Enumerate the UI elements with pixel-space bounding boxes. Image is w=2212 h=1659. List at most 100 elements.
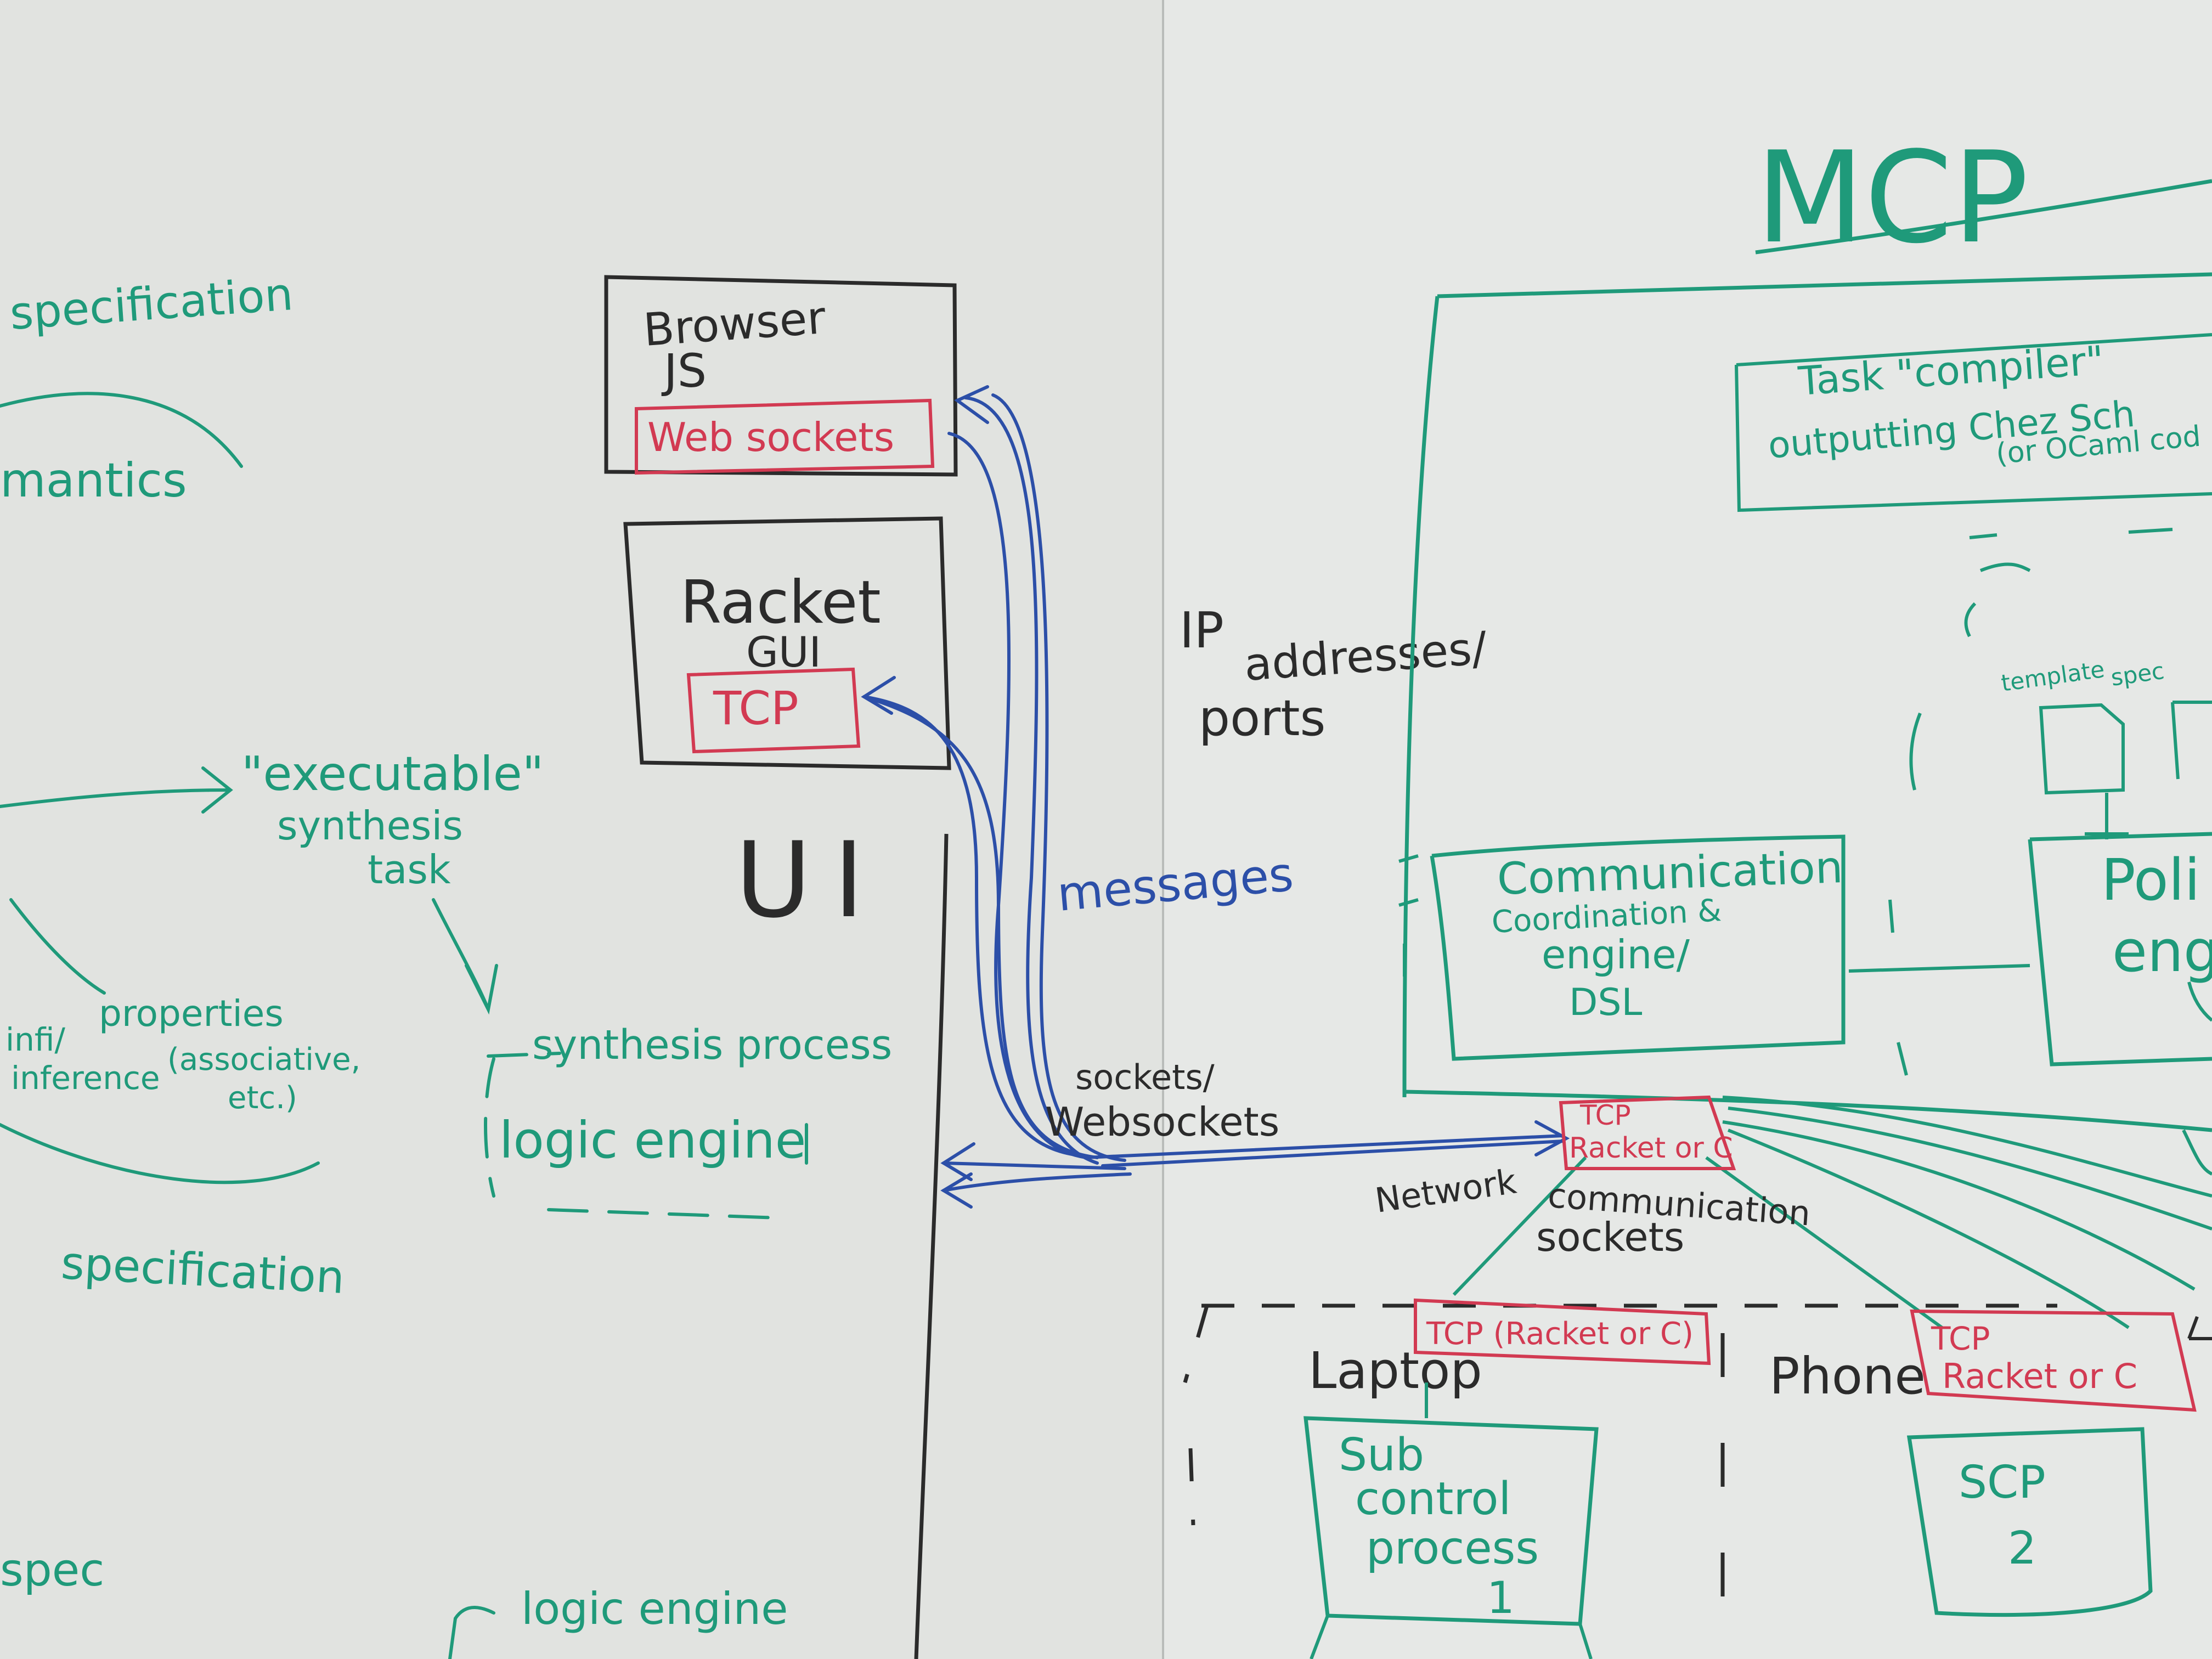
tcp-phone-line1: TCP: [1931, 1320, 1990, 1357]
laptop-text: Laptop: [1308, 1341, 1482, 1400]
etc-text: etc.): [228, 1080, 297, 1116]
policy-line1: Poli: [2101, 847, 2200, 913]
tcp-main-line1: TCP: [1579, 1099, 1631, 1131]
racket-box: Racket GUI TCP: [623, 516, 951, 770]
spec-doc-icon: [2171, 701, 2212, 780]
logic-engine-bottom-text: logic engine: [521, 1583, 788, 1634]
left-green-strokes: [0, 392, 808, 1659]
ip-text: IP: [1180, 602, 1224, 659]
mcp-underline: [1755, 179, 2212, 255]
tcp-laptop-box: [1414, 1298, 1711, 1365]
blue-line-tcp-2: [862, 695, 1099, 1159]
green-dashes-mcp: [1909, 528, 2173, 791]
ui-label: UI: [735, 820, 886, 941]
browser-box: Browser JS Web sockets: [604, 275, 958, 477]
sockets-text: sockets/: [1075, 1057, 1215, 1097]
property-line: [9, 898, 106, 995]
doc-to-policy-line: [2085, 793, 2129, 839]
blue-line-browser-3: [991, 393, 1126, 1162]
arrow-to-executable: [0, 766, 233, 814]
comm-line4: DSL: [1569, 981, 1643, 1024]
template-doc-icon: [2039, 703, 2125, 795]
logic-engine-text: logic engine: [499, 1111, 806, 1170]
net-line-phone: [1705, 1156, 1943, 1329]
infi-text: infi/: [5, 1021, 65, 1058]
scp1-line2: control: [1355, 1473, 1511, 1525]
semantics-arc: [0, 392, 243, 468]
arrow-to-synthesis-process: [432, 898, 498, 1015]
ui-divider-line: [914, 833, 949, 1659]
js-text: JS: [661, 344, 707, 398]
comm-dashes: [1398, 854, 1908, 1076]
scp1-line3: process: [1366, 1522, 1539, 1575]
gui-text: GUI: [746, 628, 821, 676]
blue-line-to-ui: [942, 1161, 1126, 1170]
spec-text: spec: [0, 1544, 104, 1596]
scp2-box: [1906, 1427, 2153, 1617]
phone-text: Phone: [1769, 1347, 1926, 1406]
devices-dashed-left: [1183, 1305, 1209, 1526]
tcp-red-box: [686, 667, 861, 754]
tcp-main-line2: Racket or C: [1569, 1132, 1733, 1165]
blue-line-to-tcp-main: [1101, 1139, 1565, 1167]
scp2-text: SCP: [1959, 1457, 2046, 1509]
scp1-legs: [1310, 1383, 1593, 1659]
scp2-number: 2: [2008, 1522, 2036, 1575]
mcp-region: MCP Task "compiler" outputting Chez Sch …: [1398, 125, 2212, 1329]
associative-text: (associative,: [167, 1042, 360, 1077]
tcp-phone-box: [1910, 1309, 2197, 1412]
policy-arc: [2182, 981, 2212, 1176]
policy-box: [2028, 832, 2212, 1066]
tcp-phone-line2: Racket or C: [1942, 1356, 2137, 1396]
policy-line2: eng: [2112, 918, 2212, 985]
semantics-text: mantics: [0, 453, 187, 508]
scp1-line1: Sub: [1339, 1429, 1424, 1481]
racket-text: Racket: [680, 568, 881, 637]
logic-engine-bottom-hook: [448, 1606, 495, 1659]
websockets-text: Web sockets: [647, 414, 894, 460]
tcp-text: TCP: [713, 681, 799, 735]
websockets-mid-text: Websockets: [1045, 1099, 1279, 1145]
arrow-head-tcp-main: [1534, 1120, 1570, 1156]
ports-text: ports: [1199, 690, 1325, 747]
comm-to-policy-line: [1848, 964, 2030, 973]
network-labels: Network communication sockets: [1373, 1161, 1812, 1260]
blue-line-tcp-1: [862, 695, 1077, 1156]
board-panel-right: [1163, 0, 2212, 1659]
arrow-head-ui: [940, 1142, 975, 1181]
tcp-main-box: TCP Racket or C: [1559, 1095, 1736, 1170]
arrow-head-browser: [954, 385, 989, 424]
logic-engine-dashed-box: [484, 1052, 808, 1220]
inference-text: inference: [11, 1059, 160, 1097]
synthesis-process-text: synthesis process: [532, 1022, 892, 1069]
blue-message-lines: [861, 385, 1570, 1209]
synthesis-text: synthesis: [277, 803, 463, 849]
blue-line-to-ui-2: [942, 1172, 1132, 1192]
arrow-head-tcp: [861, 676, 896, 715]
blue-line-browser-2: [964, 396, 1099, 1165]
net-line-right-1: [1722, 1120, 2196, 1291]
comm-line3: engine/: [1542, 932, 1690, 978]
board-panel-left: [0, 0, 1163, 1659]
websockets-red-box: [635, 398, 935, 475]
sockets-net-text: sockets: [1536, 1214, 1684, 1260]
arrow-head-ui-2: [940, 1172, 973, 1209]
net-line-right-2: [1728, 1107, 2212, 1231]
tcp-laptop-text: TCP (Racket or C): [1426, 1316, 1694, 1352]
phone-group: Phone TCP Racket or C SCP 2: [1769, 1309, 2212, 1617]
mcp-title: MCP: [1756, 125, 2029, 272]
task-text: task: [368, 847, 451, 893]
properties-text: properties: [99, 992, 284, 1035]
net-line-right-4: [1722, 1096, 2212, 1198]
browser-text: Browser: [642, 292, 827, 357]
executable-text: "executable": [241, 747, 544, 802]
spec-arc: [0, 1123, 320, 1184]
scp1-number: 1: [1487, 1572, 1515, 1623]
net-line-laptop: [1452, 1156, 1587, 1296]
laptop-group: Laptop TCP (Racket or C) Sub control pro…: [1304, 1298, 1711, 1659]
comm-line1: Communication: [1496, 842, 1843, 905]
right-edge-bracket: [2187, 1316, 2212, 1340]
comm-engine-box: [1430, 834, 1846, 1061]
task-compiler-box: [1735, 333, 2212, 512]
